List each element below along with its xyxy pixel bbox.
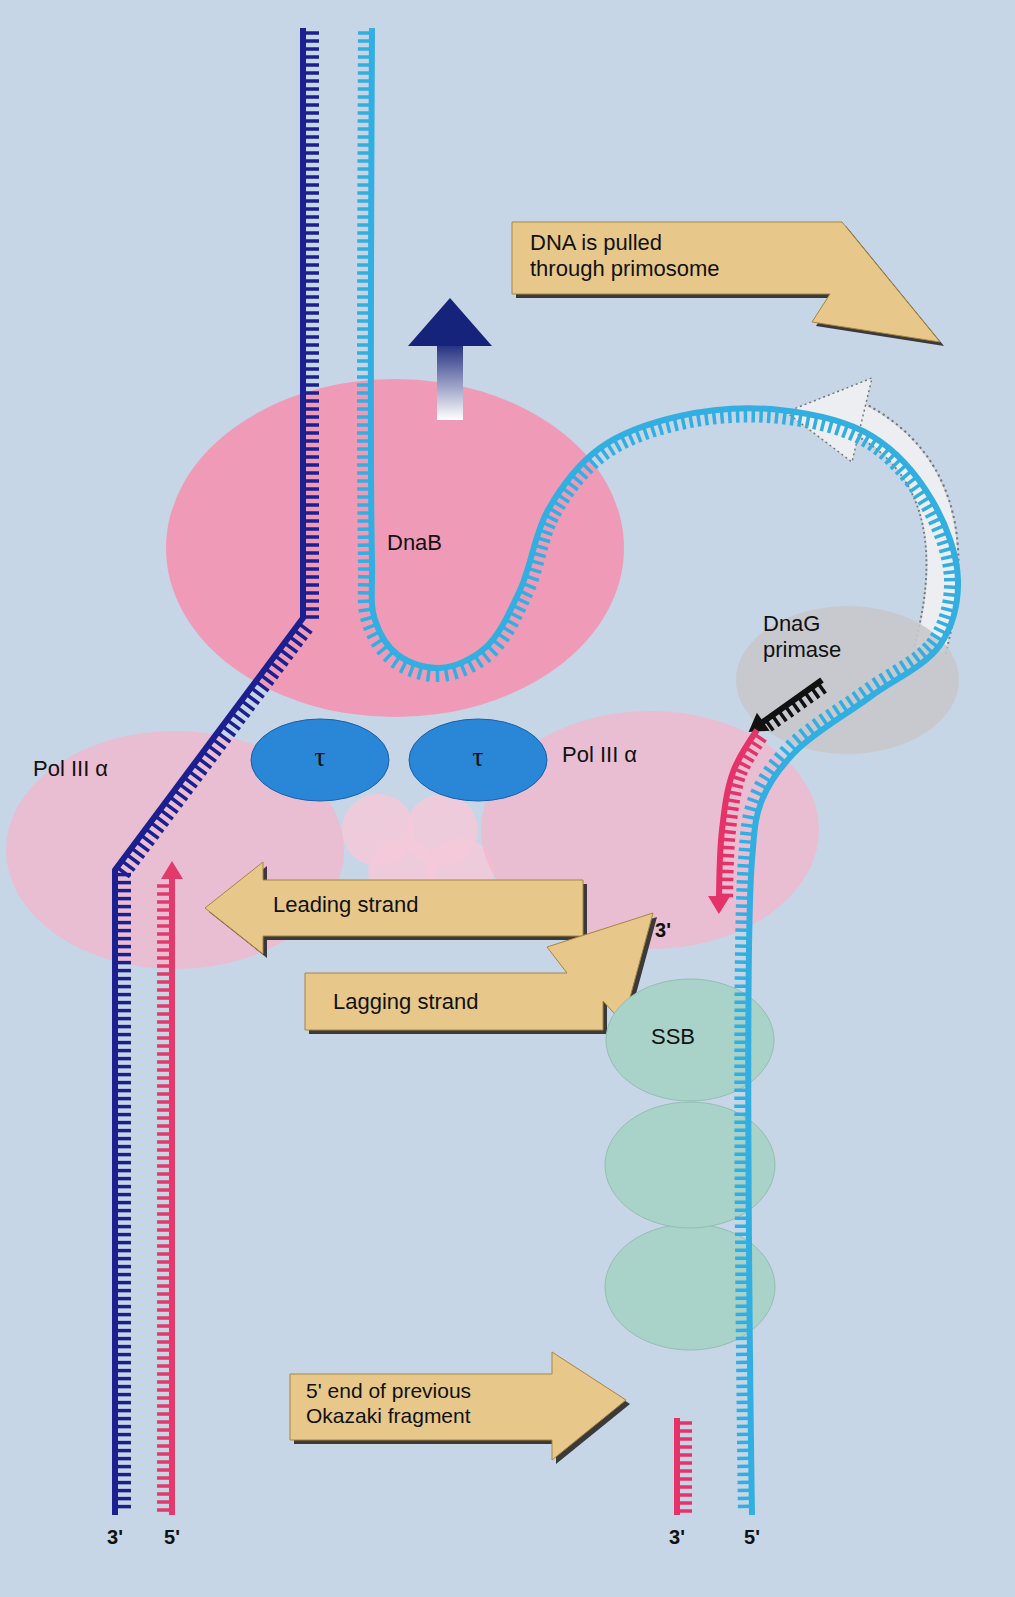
callout-arrow: DNA is pulled through primosome <box>512 222 944 347</box>
protein-ellipse <box>409 719 547 801</box>
strand-end-label: 3' <box>100 1525 130 1549</box>
protein-label: τ <box>408 740 548 774</box>
callout-shape <box>512 222 940 342</box>
arrow-shaft <box>437 340 463 420</box>
protein-shape: τ <box>408 718 548 802</box>
strand-backbone <box>169 875 175 1515</box>
strand-end-label: 5' <box>737 1525 767 1549</box>
protein-label: Pol III α <box>562 742 692 768</box>
arrow-head <box>408 298 492 346</box>
protein-ellipse <box>251 719 389 801</box>
previous-okazaki-fragment <box>677 1418 692 1515</box>
protein-shape: τ <box>250 718 390 802</box>
callout-text: 5' end of previous Okazaki fragment <box>306 1378 546 1428</box>
protein-shape: DnaB <box>165 378 625 718</box>
callout-text: DNA is pulled through primosome <box>530 230 730 283</box>
protein-label: τ <box>250 740 390 774</box>
protein-ellipse <box>166 379 624 717</box>
callout-arrow: Lagging strand <box>305 905 657 1030</box>
protein-ellipse <box>606 979 774 1101</box>
callout-shape <box>290 1352 626 1460</box>
callout-shape <box>205 862 583 954</box>
strand-end-label: 3' <box>662 1525 692 1549</box>
protein-shape: DnaG primase <box>735 605 960 755</box>
callout-shape <box>305 913 653 1030</box>
lagging-template <box>357 28 958 1515</box>
protein-label: DnaG primase <box>763 611 893 664</box>
callout-text: Leading strand <box>273 892 513 918</box>
protein-ellipse <box>736 606 959 754</box>
strand-backbone <box>371 28 958 1515</box>
strand-end-label: 5' <box>157 1525 187 1549</box>
callout-arrow: 5' end of previous Okazaki fragment <box>290 1352 630 1462</box>
protein-label: DnaB <box>387 530 477 556</box>
strand-backbone <box>674 1418 680 1515</box>
strand-end-label: 3' <box>648 918 678 942</box>
protein-label: SSB <box>633 1024 713 1050</box>
base-ticks <box>357 33 958 1506</box>
protein-label: Pol III α <box>33 756 163 782</box>
callout-arrow: Leading strand <box>205 862 585 954</box>
callout-text: Lagging strand <box>333 989 573 1015</box>
